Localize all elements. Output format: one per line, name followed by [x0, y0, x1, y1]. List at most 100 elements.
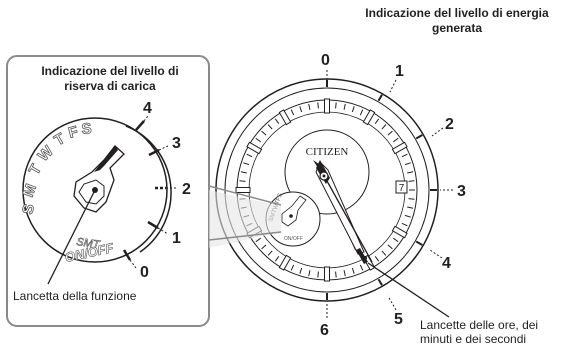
- minute-tick: [308, 270, 311, 277]
- minute-tick: [359, 264, 364, 271]
- minute-tick: [393, 137, 399, 143]
- watch-hands: [313, 160, 373, 264]
- minute-tick: [387, 244, 393, 250]
- energy-level-title: Indicazione del livello di energia gener…: [352, 6, 562, 36]
- energy-gauge-tick: [415, 240, 423, 246]
- energy-gauge-tick: [415, 134, 423, 140]
- energy-scale-4: 4: [442, 255, 451, 272]
- energy-scale-1: 1: [395, 63, 404, 80]
- minute-tick: [255, 237, 261, 243]
- minute-tick: [267, 250, 273, 256]
- minute-track: [239, 102, 415, 278]
- minute-tick: [351, 267, 355, 274]
- date-value: 7: [399, 183, 405, 194]
- minute-tick: [407, 171, 414, 174]
- minute-tick: [317, 102, 319, 109]
- minute-tick: [274, 256, 280, 262]
- hands-leader: [367, 262, 450, 318]
- minute-tick: [393, 237, 399, 243]
- hour-marker: [324, 98, 330, 114]
- minute-tick: [261, 244, 267, 250]
- energy-scale-6: 6: [320, 322, 329, 339]
- energy-gauge-tick: [377, 94, 383, 102]
- minute-tick: [343, 270, 346, 277]
- energy-scale-0: 0: [321, 52, 330, 69]
- energy-scale-2: 2: [445, 116, 454, 133]
- hour-marker: [391, 141, 408, 155]
- energy-gauge-tick: [377, 278, 383, 286]
- minute-tick: [374, 118, 380, 124]
- minute-tick: [267, 124, 273, 130]
- minute-tick: [261, 130, 267, 136]
- minute-tick: [240, 171, 247, 174]
- reserve-gauge-arc: [125, 125, 172, 253]
- function-hand-leader: [47, 189, 96, 285]
- minute-tick: [351, 106, 355, 113]
- minute-tick: [408, 180, 415, 182]
- reserve-scale-4: 4: [143, 100, 152, 117]
- minute-tick: [308, 103, 311, 110]
- hour-marker: [391, 225, 408, 239]
- minute-tick: [239, 180, 246, 182]
- power-reserve-title-line1: Indicazione del livello di: [41, 64, 179, 78]
- mode-label-smt: SMT: [76, 236, 102, 251]
- hour-marker: [278, 254, 292, 271]
- energy-level-title-line1: Indicazione del livello di energia: [365, 6, 549, 20]
- day-letter-m: M: [20, 182, 40, 200]
- minute-tick: [243, 162, 250, 166]
- minute-tick: [401, 153, 408, 158]
- minute-tick: [343, 103, 346, 110]
- power-reserve-subdial: S M T W T F S SMT ON/OFF: [19, 115, 178, 285]
- reserve-tick-3: [148, 148, 160, 157]
- svg-text:ON/OFF: ON/OFF: [284, 236, 303, 242]
- hour-marker: [278, 109, 292, 126]
- energy-scale-5: 5: [394, 311, 403, 328]
- power-reserve-title: Indicazione del livello di riserva di ca…: [27, 64, 193, 94]
- minute-tick: [408, 198, 415, 200]
- minute-tick: [290, 109, 295, 116]
- minute-tick: [246, 153, 253, 158]
- power-reserve-title-line2: riserva di carica: [64, 79, 156, 93]
- date-window: [395, 180, 408, 194]
- energy-scale-3: 3: [457, 183, 466, 200]
- minute-tick: [407, 206, 414, 209]
- hour-marker: [246, 141, 263, 155]
- minute-tick: [404, 214, 411, 218]
- day-letter-s2: S: [81, 120, 92, 138]
- energy-level-title-line2: generata: [431, 21, 483, 35]
- minute-tick: [404, 162, 411, 166]
- minute-tick: [335, 102, 337, 109]
- hour-marker: [235, 187, 251, 193]
- reserve-tick-1: [147, 220, 159, 230]
- minute-tick: [255, 137, 261, 143]
- hour-marker: [324, 266, 330, 282]
- minute-tick: [317, 271, 319, 278]
- minute-tick: [290, 264, 295, 271]
- hour-marker: [362, 109, 376, 126]
- function-hand: [73, 145, 125, 213]
- minute-tick: [359, 109, 364, 116]
- minute-tick: [335, 271, 337, 278]
- reserve-scale-3: 3: [172, 135, 181, 152]
- function-hand-caption: Lancetta della funzione: [13, 289, 137, 303]
- inner-dial-ring: [284, 129, 370, 215]
- reserve-scale-1: 1: [172, 230, 181, 247]
- minute-tick: [299, 267, 303, 274]
- minute-tick: [401, 222, 408, 227]
- hands-caption-line2: minuti e dei secondi: [420, 332, 527, 346]
- reserve-scale-2: 2: [182, 181, 191, 198]
- brand-logo: CITIZEN: [306, 146, 349, 158]
- minute-tick: [387, 130, 393, 136]
- minute-tick: [274, 118, 280, 124]
- minute-tick: [381, 250, 387, 256]
- day-letter-s1: S: [19, 203, 38, 216]
- reserve-tick-0: [122, 249, 132, 261]
- reserve-tick-4: [135, 120, 145, 131]
- hands-caption: Lancette delle ore, dei minuti e dei sec…: [420, 318, 565, 346]
- minute-tick: [381, 124, 387, 130]
- hands-caption-line1: Lancette delle ore, dei: [420, 318, 539, 332]
- minute-tick: [374, 256, 380, 262]
- reserve-scale-0: 0: [140, 264, 149, 281]
